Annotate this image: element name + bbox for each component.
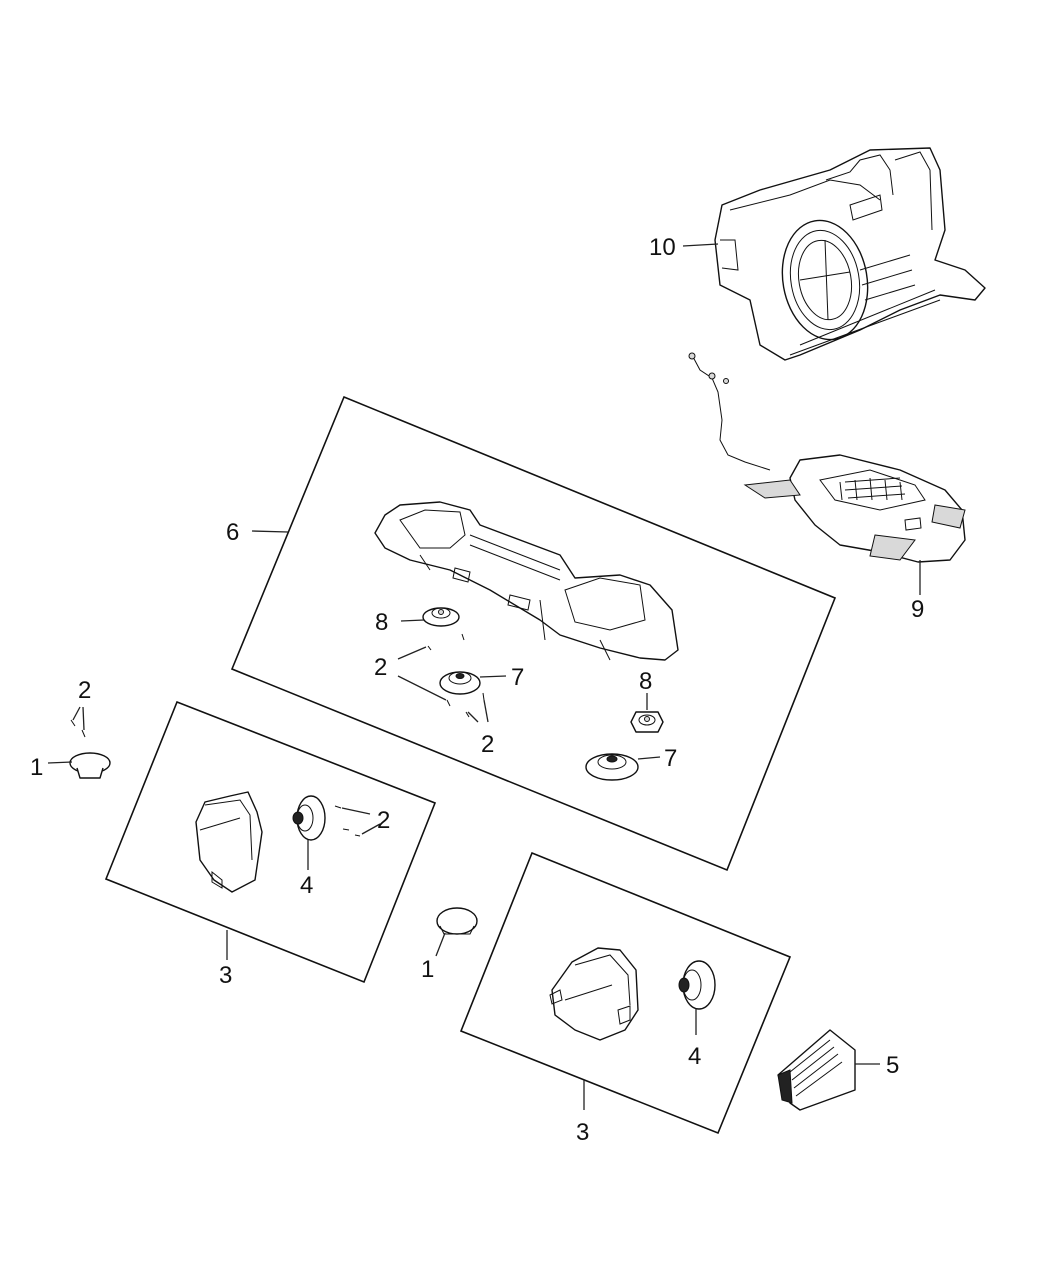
leader-2-d (483, 699, 489, 723)
screws-group-6 (427, 633, 485, 718)
leader-8-upper (400, 619, 425, 622)
overhead-speaker-bar (374, 501, 679, 661)
tweeter-speaker-lower (630, 711, 664, 733)
callout-3-left: 3 (219, 962, 232, 989)
callout-8-lower: 8 (639, 668, 652, 695)
leader-1-left (47, 761, 73, 764)
leader-2-left-group-b (361, 823, 381, 835)
rear-trim-panel-subwoofer (714, 147, 986, 361)
callout-2-group6-upper: 2 (374, 654, 387, 681)
callout-4-left: 4 (300, 872, 313, 899)
callout-1-center: 1 (421, 956, 434, 983)
callout-2-group3-left: 2 (377, 807, 390, 834)
callout-2-group6-lower: 2 (481, 731, 494, 758)
audio-amplifier-module (777, 1029, 856, 1111)
callout-3-right: 3 (576, 1119, 589, 1146)
callout-7-lower: 7 (664, 745, 677, 772)
callout-1-left: 1 (30, 754, 43, 781)
callout-6: 6 (226, 519, 239, 546)
leader-6 (251, 530, 289, 533)
callout-9: 9 (911, 596, 924, 623)
speaker-grille-cap-left (69, 752, 111, 779)
door-speaker-right (678, 960, 716, 1010)
speaker-enclosure-right (549, 947, 639, 1041)
callout-2-left: 2 (78, 677, 91, 704)
subwoofer-enclosure (688, 352, 966, 563)
callout-7-upper: 7 (511, 664, 524, 691)
tweeter-speaker-upper (422, 607, 460, 627)
leader-7-upper (479, 675, 507, 678)
leader-1-center (435, 932, 446, 957)
speaker-upper (439, 671, 481, 695)
leader-2-left-group-a (341, 807, 371, 815)
leader-10 (682, 243, 719, 247)
screws-speaker-left (334, 805, 361, 837)
leader-2-b (397, 675, 447, 701)
group-box-3-left (104, 700, 437, 984)
callout-8-upper: 8 (375, 609, 388, 636)
leader-2-left-b (82, 706, 85, 731)
door-speaker-left (292, 795, 326, 841)
callout-5: 5 (886, 1052, 899, 1079)
callout-10: 10 (649, 234, 676, 261)
group-box-3-right (459, 851, 792, 1135)
leader-2-left-a (72, 706, 81, 721)
screws-left-pair (70, 719, 86, 738)
speaker-enclosure-left (195, 791, 263, 893)
callout-4-right: 4 (688, 1043, 701, 1070)
speaker-lower (585, 753, 639, 781)
speaker-grille-cap-center (436, 907, 478, 935)
leader-2-c (467, 711, 479, 723)
group-box-6 (230, 395, 837, 872)
leader-7-lower (637, 756, 661, 760)
leader-2-a (397, 646, 427, 660)
